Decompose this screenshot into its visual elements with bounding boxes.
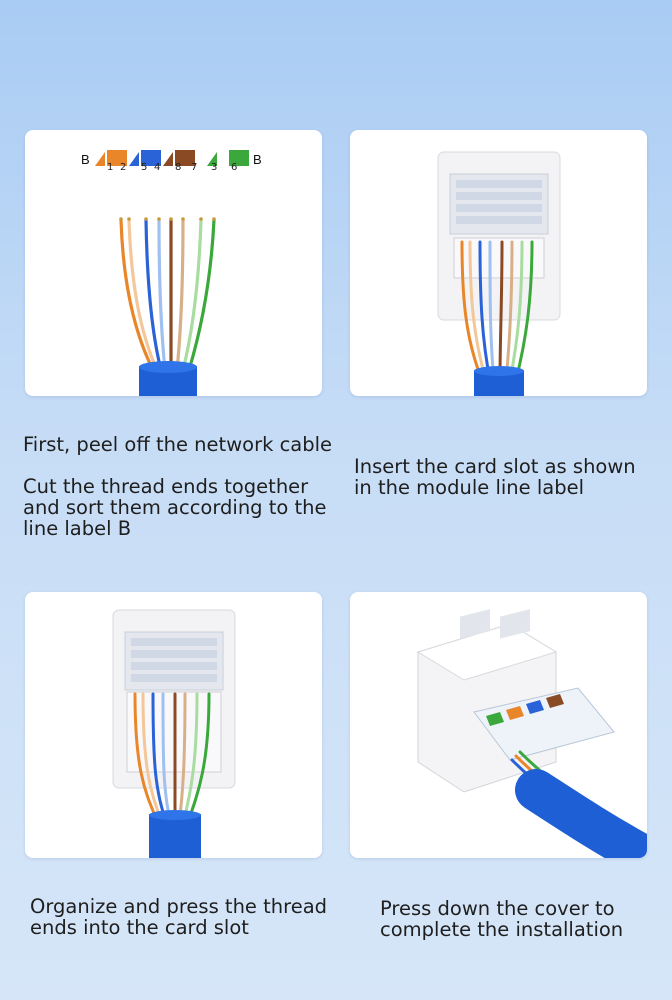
caption-line: Organize and press the thread <box>30 895 328 918</box>
pin-number: 3 <box>211 162 217 173</box>
cable-bundle <box>510 750 647 858</box>
pin-number: 7 <box>191 162 197 173</box>
wire-color-label-strip: B B 1 2 5 4 8 7 3 6 <box>81 150 262 173</box>
caption-line: Insert the card slot as shown <box>354 455 636 478</box>
pin-number: 6 <box>231 162 237 173</box>
caption-line: line label B <box>23 517 132 540</box>
cable-jacket <box>139 361 197 396</box>
step-4-caption: Press down the cover to complete the ins… <box>380 898 623 940</box>
caption-line: Press down the cover to <box>380 897 615 920</box>
step-4-image <box>350 592 647 858</box>
caption-line: ends into the card slot <box>30 916 249 939</box>
twisted-pair-wires <box>119 218 216 372</box>
pin-number: 8 <box>175 162 181 173</box>
pin-number: 2 <box>120 162 126 173</box>
cable-jacket <box>474 366 524 396</box>
step-1-caption-peel: First, peel off the network cable <box>23 433 333 456</box>
step-2-caption: Insert the card slot as shown in the mod… <box>354 456 636 498</box>
caption-line: in the module line label <box>354 476 585 499</box>
keystone-module-angled <box>416 609 615 793</box>
step-3-caption: Organize and press the thread ends into … <box>30 896 327 938</box>
step-3-image <box>25 592 322 858</box>
caption-line: Cut the thread ends together <box>23 475 309 498</box>
label-b-right: B <box>253 152 262 167</box>
pin-number: 1 <box>107 162 113 173</box>
step-1-image: B B 1 2 5 4 8 7 3 6 <box>25 130 322 396</box>
label-b-left: B <box>81 152 90 167</box>
caption-line: complete the installation <box>380 918 624 941</box>
cable-jacket <box>149 810 201 858</box>
press-wires-illustration <box>112 609 236 858</box>
pin-number: 5 <box>141 162 147 173</box>
pin-number: 4 <box>154 162 160 173</box>
completed-module-illustration <box>416 609 647 858</box>
wire-tips <box>119 217 216 221</box>
stripped-cable-illustration: B B 1 2 5 4 8 7 3 6 <box>81 150 262 396</box>
module-insert-illustration <box>437 151 561 396</box>
keystone-module <box>437 151 561 321</box>
caption-line: and sort them according to the <box>23 496 327 519</box>
step-1-caption-sort: Cut the thread ends together and sort th… <box>23 476 327 539</box>
step-2-image <box>350 130 647 396</box>
